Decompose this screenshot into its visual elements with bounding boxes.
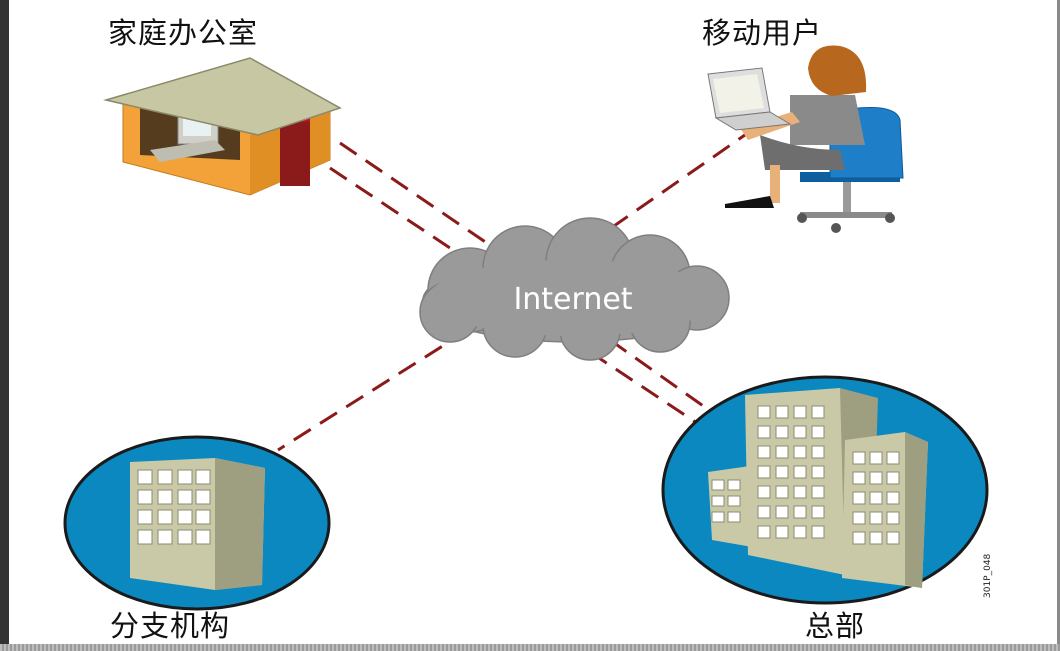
cloud-icon: Internet bbox=[419, 217, 730, 361]
link-home-1 bbox=[339, 141, 501, 254]
home-office-label: 家庭办公室 bbox=[108, 16, 259, 50]
headquarters-label: 总部 bbox=[805, 609, 866, 643]
cloud-label: Internet bbox=[513, 282, 632, 317]
building-icon bbox=[63, 435, 331, 611]
figure-code: 301P_048 bbox=[983, 553, 993, 598]
link-mobile bbox=[587, 126, 756, 246]
window-frame-right bbox=[1057, 0, 1060, 651]
house-icon bbox=[103, 57, 342, 196]
window-frame-bottom bbox=[0, 644, 1060, 651]
link-branch bbox=[277, 328, 469, 452]
building-icon bbox=[661, 375, 989, 605]
window-frame-left bbox=[0, 0, 9, 651]
branch-office-label: 分支机构 bbox=[110, 609, 231, 643]
mobile-user-label: 移动用户 bbox=[702, 16, 823, 50]
laptop-user-icon bbox=[707, 45, 904, 233]
